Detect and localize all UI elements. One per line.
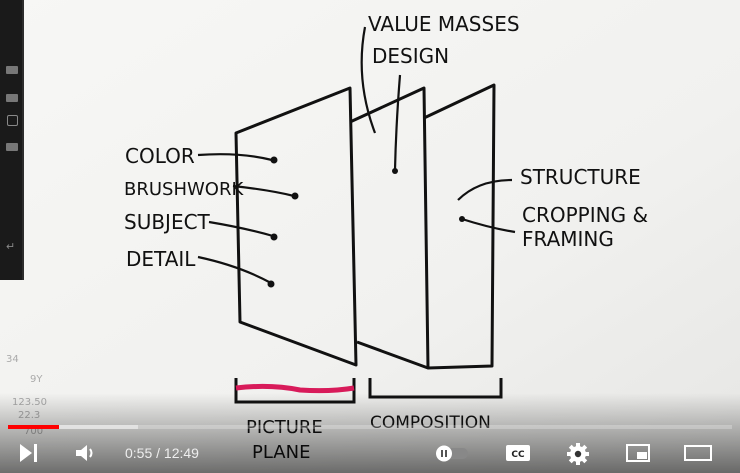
scribble-line: 9Y — [30, 374, 43, 385]
label-framing: FRAMING — [522, 227, 614, 251]
pointer-dots — [267, 156, 465, 288]
side-handle-icon[interactable] — [6, 143, 18, 151]
theater-mode-button[interactable] — [680, 433, 716, 473]
miniplayer-button[interactable] — [622, 433, 654, 473]
buffered-bar — [8, 425, 139, 429]
played-bar — [8, 425, 60, 429]
control-bar: 0:55 / 12:49 CC — [0, 433, 740, 473]
scribble-line: 123.50 — [12, 397, 47, 408]
side-panel: ↵ — [0, 0, 24, 280]
progress-bar[interactable] — [8, 425, 732, 429]
duration: 12:49 — [163, 445, 199, 461]
label-cropping: CROPPING & — [522, 203, 648, 227]
svg-text:CC: CC — [511, 450, 525, 460]
label-detail: DETAIL — [126, 247, 196, 271]
gear-icon — [567, 443, 589, 465]
side-handle-icon[interactable] — [6, 66, 18, 74]
plane-diagram — [234, 83, 496, 370]
picture-plane-panel — [234, 86, 358, 367]
scribble-line: 22.3 — [18, 410, 40, 421]
label-structure: STRUCTURE — [520, 165, 641, 189]
volume-button[interactable] — [72, 433, 100, 473]
captions-button[interactable]: CC — [502, 433, 534, 473]
miniplayer-icon — [626, 444, 650, 462]
label-subject: SUBJECT — [124, 210, 211, 234]
label-brushwork: BRUSHWORK — [124, 179, 244, 200]
scribble-line: 34 — [6, 354, 19, 365]
time-separator: / — [152, 445, 164, 461]
back-panel — [423, 83, 496, 370]
current-time: 0:55 — [125, 445, 153, 461]
settings-button[interactable]: HD — [562, 433, 594, 473]
autoplay-toggle-icon — [436, 445, 468, 462]
play-icon — [20, 444, 37, 462]
captions-icon: CC — [506, 445, 530, 461]
label-color: COLOR — [125, 144, 195, 168]
label-design: DESIGN — [372, 44, 449, 68]
time-display: 0:55 / 12:49 — [125, 445, 199, 461]
theater-icon — [684, 445, 712, 461]
label-value-masses: VALUE MASSES — [368, 12, 520, 36]
middle-panel — [349, 86, 430, 370]
side-handle-icon[interactable] — [6, 94, 18, 102]
left-pointers — [197, 26, 516, 284]
autoplay-toggle[interactable] — [430, 433, 474, 473]
volume-icon — [76, 445, 93, 461]
picture-plane-highlight — [235, 383, 355, 394]
play-button[interactable] — [14, 433, 42, 473]
back-arrow-icon[interactable]: ↵ — [6, 241, 16, 253]
square-icon[interactable] — [7, 115, 18, 126]
label-composition: COMPOSITION — [370, 413, 491, 433]
